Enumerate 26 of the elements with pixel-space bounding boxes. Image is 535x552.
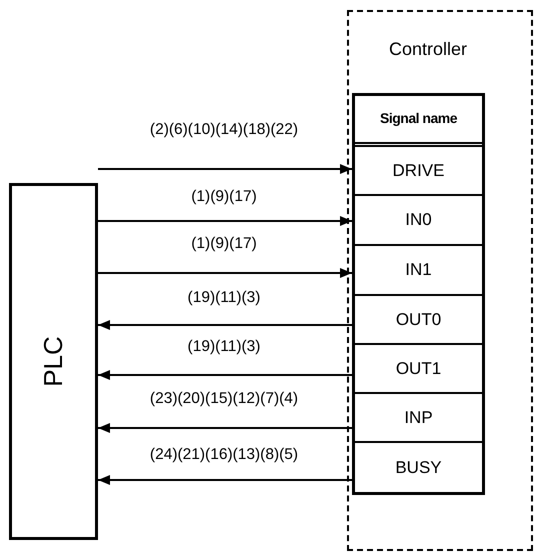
column-heading: Signal name	[380, 108, 457, 128]
arrow	[98, 164, 352, 174]
signal-name: OUT0	[396, 308, 442, 331]
signal-name: IN0	[405, 209, 432, 232]
signal-name: OUT1	[396, 358, 442, 380]
controller-boundary	[347, 10, 533, 551]
arrow	[98, 370, 352, 380]
controller-title: Controller	[389, 38, 468, 61]
plc-box	[9, 183, 98, 540]
edge-label: (19)(11)(3)	[186, 338, 262, 356]
edge-label: (19)(11)(3)	[186, 289, 262, 307]
edge-label: (1)(9)(17)	[190, 235, 258, 253]
arrow	[98, 423, 352, 433]
plc-label: PLC	[37, 336, 69, 387]
arrow	[98, 216, 352, 226]
edge-label: (2)(6)(10)(14)(18)(22)	[148, 121, 300, 139]
arrow	[98, 320, 352, 330]
arrow	[98, 268, 352, 278]
arrow	[98, 475, 352, 485]
signal-name: INP	[404, 406, 433, 429]
signal-name: IN1	[405, 259, 432, 282]
edge-label: (23)(20)(15)(12)(7)(4)	[148, 390, 300, 408]
edge-label: (24)(21)(16)(13)(8)(5)	[148, 446, 300, 464]
edge-label: (1)(9)(17)	[190, 188, 258, 206]
signal-name: DRIVE	[392, 160, 444, 182]
signal-name: BUSY	[395, 457, 442, 480]
